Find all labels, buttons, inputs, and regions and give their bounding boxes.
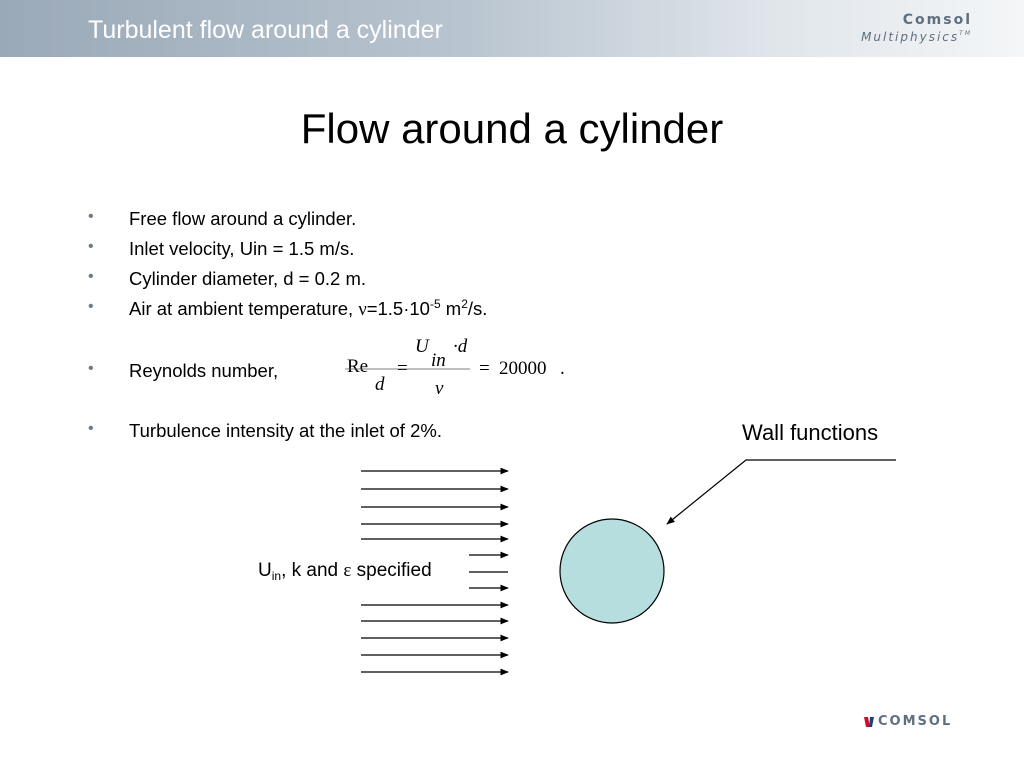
wall-functions-pointer-arrow — [666, 459, 896, 525]
bullet-icon: • — [88, 208, 94, 225]
eq-denominator-nu: ν — [435, 378, 444, 399]
eq-re: Re — [347, 356, 369, 377]
comsol-multiphysics-logo: Comsol MultiphysicsTM — [861, 12, 972, 44]
bullet-icon: • — [88, 268, 94, 285]
bullet-text: Reynolds number, — [129, 360, 279, 381]
eq-numerator-d: ·d — [453, 336, 468, 357]
eq-equals-1: = — [397, 358, 408, 379]
bullet-icon: • — [88, 420, 94, 437]
footer-logo-text: COMSOL — [878, 714, 953, 729]
wall-functions-label: Wall functions — [742, 420, 879, 445]
eq-sub-d: d — [375, 374, 385, 395]
eq-numerator-in: in — [431, 350, 446, 371]
slide-title: Flow around a cylinder — [300, 105, 724, 152]
eq-equals-2: = — [479, 358, 490, 379]
comsol-logo-icon — [864, 717, 874, 727]
inlet-conditions-label: Uin, k and ε specified — [258, 560, 432, 583]
header-title: Turbulent flow around a cylinder — [88, 16, 443, 44]
bullet-text: Inlet velocity, Uin = 1.5 m/s. — [129, 238, 355, 259]
bullet-text: Air at ambient temperature, ν=1.5·10-5 m… — [129, 297, 488, 320]
bullet-icon: • — [88, 360, 94, 377]
brand-line-2: MultiphysicsTM — [861, 30, 972, 44]
reynolds-equation: Re d = U in ·d ν = 20000 . — [345, 336, 585, 402]
eq-period: . — [560, 358, 565, 379]
bullet-text: Cylinder diameter, d = 0.2 m. — [129, 268, 367, 289]
eq-value: 20000 — [499, 358, 547, 379]
eq-numerator-u: U — [415, 336, 429, 357]
bullet-text: Free flow around a cylinder. — [129, 208, 357, 229]
bullet-text: Turbulence intensity at the inlet of 2%. — [129, 420, 442, 441]
bullet-icon: • — [88, 298, 94, 315]
brand-line-1: Comsol — [902, 12, 972, 28]
bullet-icon: • — [88, 238, 94, 255]
header-bar: Turbulent flow around a cylinder Comsol … — [0, 0, 1024, 57]
cylinder-circle — [559, 518, 665, 624]
